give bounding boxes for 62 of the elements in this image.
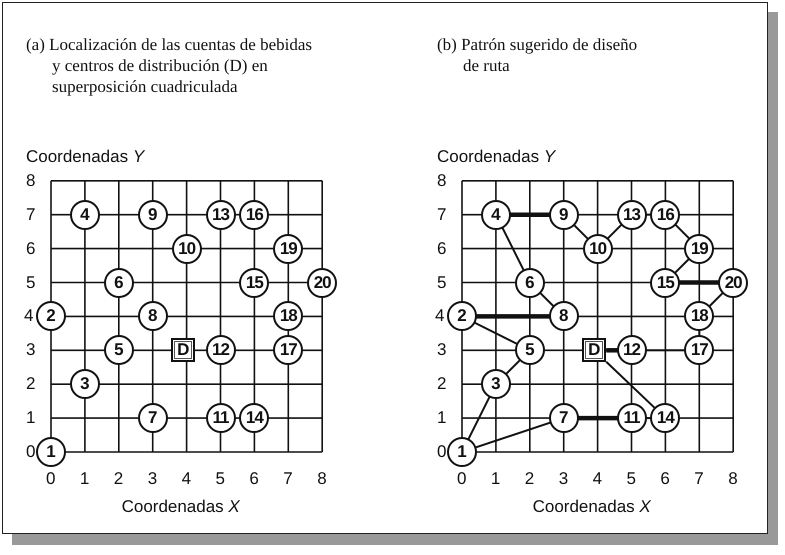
axis-tick-label: 0 — [457, 469, 466, 489]
axis-tick-label: 8 — [26, 170, 36, 191]
axis-tick-label: 4 — [24, 306, 34, 326]
route-line — [474, 322, 518, 345]
axis-title: Coordenadas Y — [437, 147, 556, 167]
route-line — [708, 292, 724, 308]
axis-tick-label: 7 — [437, 204, 446, 225]
axis-title: Coordenadas X — [532, 497, 651, 517]
axis-tick-label: 6 — [660, 469, 670, 489]
route-line — [674, 224, 690, 240]
axis-tick-label: 5 — [216, 469, 225, 489]
route-line — [505, 360, 521, 375]
route-line — [646, 349, 686, 352]
route-line — [578, 416, 618, 420]
route-line — [674, 258, 690, 274]
axis-tick-label: 2 — [26, 374, 36, 394]
axis-tick-label: 6 — [437, 238, 446, 259]
axis-tick-label: 1 — [80, 469, 90, 489]
axis-tick-label: 3 — [558, 469, 568, 489]
axis-tick-label: 0 — [46, 469, 56, 489]
axis-tick-label: 3 — [148, 469, 158, 489]
axis-tick-label: 1 — [437, 408, 446, 428]
axis-tick-label: 5 — [626, 469, 636, 489]
route-line — [539, 292, 554, 308]
panel-heading: (a) Localización de las cuentas de bebidas y centros de distribución (D) en superposición cuadriculada — [26, 34, 314, 97]
distribution-center-box: D — [171, 338, 196, 362]
axis-tick-label: 0 — [26, 442, 36, 462]
axis-tick-label: 4 — [435, 306, 444, 326]
axis-title: Coordenadas Y — [26, 147, 144, 167]
axis-tick-label: 1 — [26, 408, 36, 428]
route-line — [476, 314, 550, 319]
axis-tick-label: 7 — [26, 204, 36, 225]
axis-tick-label: 6 — [249, 469, 259, 489]
axis-tick-label: 7 — [694, 469, 704, 489]
route-line — [606, 348, 618, 353]
axis-tick-label: 4 — [182, 469, 192, 489]
axis-tick-label: 6 — [26, 238, 36, 259]
axis-tick-label: 8 — [437, 170, 446, 191]
axis-tick-label: 5 — [26, 272, 36, 292]
route-line — [474, 422, 551, 449]
route-line — [679, 280, 720, 285]
panel-heading: (b) Patrón sugerido de diseño de ruta — [437, 34, 638, 76]
axis-tick-label: 8 — [728, 469, 738, 489]
axis-tick-label: 2 — [437, 374, 446, 394]
axis-tick-label: 1 — [490, 469, 500, 489]
distribution-center-box: D — [582, 338, 606, 362]
axis-tick-label: 7 — [283, 469, 293, 489]
axis-title: Coordenadas X — [122, 497, 240, 517]
axis-tick-label: 3 — [437, 340, 446, 360]
route-line — [510, 212, 550, 217]
route-line — [501, 226, 524, 270]
axis-tick-label: 8 — [317, 469, 327, 489]
route-line — [606, 361, 656, 410]
axis-tick-label: 3 — [26, 340, 36, 360]
axis-tick-label: 4 — [592, 469, 602, 489]
axis-tick-label: 2 — [114, 469, 124, 489]
axis-tick-label: 0 — [437, 442, 446, 462]
route-line — [572, 224, 588, 240]
route-line — [467, 396, 491, 440]
axis-tick-label: 5 — [437, 272, 446, 292]
route-line — [606, 224, 622, 240]
axis-tick-label: 2 — [524, 469, 534, 489]
